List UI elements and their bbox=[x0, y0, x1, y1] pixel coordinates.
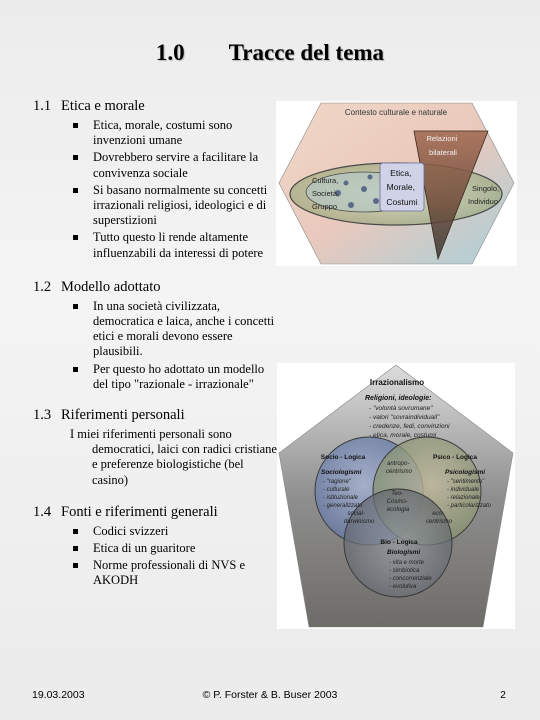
section-paragraph: I miei riferimenti personali sono democr… bbox=[70, 427, 277, 487]
culture-label: Cultura, Società, Gruppo bbox=[312, 176, 341, 211]
individual-label: Singolo, Individuo bbox=[468, 184, 501, 206]
bullet-item: Norme professionali di NVS e AKODH bbox=[73, 558, 253, 588]
bio-logic-title: Bio - Logica bbox=[380, 539, 418, 546]
footer-page-number: 2 bbox=[500, 689, 506, 701]
socio-logic-heading: Sociologismi bbox=[321, 469, 362, 476]
slide-title-number: 1.0 bbox=[155, 40, 185, 65]
context-title: Contesto culturale e naturale bbox=[345, 108, 448, 117]
irrationalism-title: Irrazionalismo bbox=[370, 378, 424, 387]
ethics-label: Etica, Morale, Costumi bbox=[386, 168, 417, 207]
psycho-logic-title: Psico - Logica bbox=[433, 454, 477, 461]
socio-logic-title: Socio - Logica bbox=[321, 454, 366, 461]
bullet-list: In una società civilizzata, democratica … bbox=[33, 299, 278, 392]
bullet-item: Per questo ho adottato un modello del ti… bbox=[73, 362, 278, 392]
slide-title-text: Tracce del tema bbox=[228, 40, 385, 65]
bio-logic-heading: Biologismi bbox=[387, 549, 420, 556]
psycho-logic-items: - "sentimento" - individuale - relaziona… bbox=[447, 479, 492, 509]
bullet-item: Etica di un guaritore bbox=[73, 541, 278, 556]
ethics-box bbox=[379, 162, 425, 212]
bio-logic-circle bbox=[343, 488, 453, 598]
relations-label: Relazioni bilaterali bbox=[427, 134, 460, 157]
bullet-list: Codici svizzeri Etica di un guaritore No… bbox=[33, 524, 278, 589]
footer-date: 19.03.2003 bbox=[32, 689, 85, 701]
bullet-item: Tutto questo li rende altamente influenz… bbox=[73, 230, 273, 260]
bullet-list: Etica, morale, costumi sono invenzioni u… bbox=[33, 118, 278, 261]
context-diagram: Contesto culturale e naturale Etica, Mor… bbox=[276, 101, 517, 266]
irrationalism-diagram: Irrazionalismo Religioni, ideologie: - "… bbox=[277, 363, 515, 629]
social-darwinism-label: social- darwinismo bbox=[344, 511, 375, 525]
relations-triangle bbox=[413, 130, 489, 261]
anthropocentrism-label: antropo- centrismo bbox=[386, 461, 413, 475]
theo-cosmo-ecology-label: Teo- Cosmo- ecologia bbox=[387, 491, 410, 513]
ecocentrism-label: eco- centrismo bbox=[426, 511, 453, 525]
psycho-logic-heading: Psicologismi bbox=[445, 469, 485, 476]
bullet-item: Etica, morale, costumi sono invenzioni u… bbox=[73, 118, 278, 148]
footer-copyright: © P. Forster & B. Buser 2003 bbox=[202, 689, 338, 701]
bullet-item: In una società civilizzata, democratica … bbox=[73, 299, 278, 360]
religion-items: - "volontà sovrumane" - valori "sovraind… bbox=[369, 405, 451, 439]
bio-logic-items: - vita e morte - simbiotica - concorrenz… bbox=[389, 560, 433, 590]
religion-heading: Religioni, ideologie: bbox=[365, 395, 432, 402]
bullet-item: Si basano normalmente su concetti irrazi… bbox=[73, 183, 278, 229]
bullet-item: Codici svizzeri bbox=[73, 524, 278, 539]
socio-logic-items: - "ragione" - culturale - istituzionale … bbox=[323, 479, 363, 509]
bullet-item: Dovrebbero servire a facilitare la convi… bbox=[73, 150, 273, 180]
slide-title: 1.0 Tracce del tema bbox=[0, 40, 540, 66]
